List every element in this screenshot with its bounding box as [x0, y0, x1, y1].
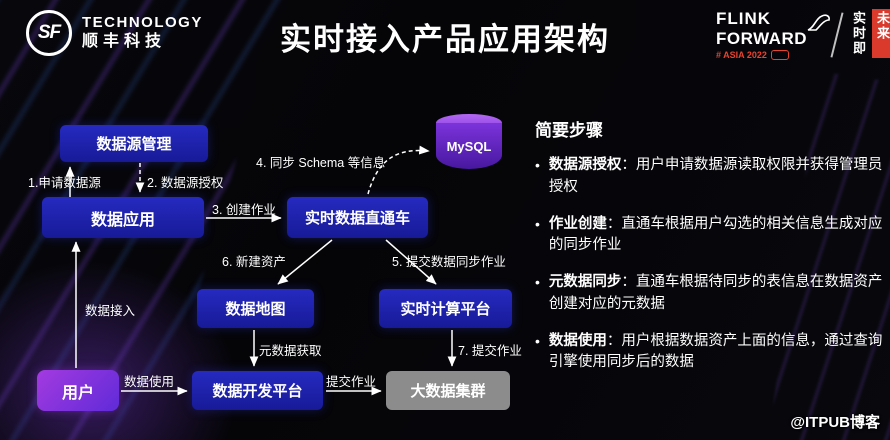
edge-label-create-job: 3. 创建作业 [212, 203, 276, 217]
sf-technology-logo: SF TECHNOLOGY 顺丰科技 [26, 10, 203, 56]
flink-logo-line3: # ASIA 2022 [716, 50, 807, 61]
edge-label-submit-sync-job: 5. 提交数据同步作业 [392, 255, 506, 269]
node-data-map: 数据地图 [197, 289, 314, 328]
steps-heading: 简要步骤 [535, 121, 603, 140]
step-term: 数据源授权 [548, 157, 622, 173]
sf-monogram: SF [37, 22, 61, 43]
node-user: 用户 [37, 370, 119, 411]
step-desc: ：用户根据数据资产上面的信息，通过查询引擎使用同步后的数据 [548, 332, 883, 371]
slogan-col2: 未来 [872, 9, 890, 58]
edge-label-data-access: 数据接入 [85, 304, 136, 318]
edge-label-new-asset: 6. 新建资产 [222, 255, 286, 269]
edge-label-data-use: 数据使用 [124, 375, 175, 389]
edge-label-metadata-fetch: 元数据获取 [259, 344, 322, 358]
step-text: 数据使用：用户根据数据资产上面的信息，通过查询引擎使用同步后的数据 [549, 331, 885, 375]
step-term: 数据使用 [548, 332, 607, 349]
flink-asia-text: # ASIA 2022 [716, 50, 767, 61]
node-big-data-cluster: 大数据集群 [386, 371, 510, 410]
step-desc: ：直通车根据用户勾选的相关信息生成对应的同步作业 [548, 215, 883, 254]
edge-label-data-source-authorize: 2. 数据源授权 [147, 176, 224, 190]
edge-label-sync-schema: 4. 同步 Schema 等信息 [256, 156, 386, 170]
mysql-database-icon: MySQL [436, 114, 502, 174]
watermark: @ITPUB博客 [790, 414, 880, 431]
step-desc: ：直通车根据待同步的表信息在数据资产创建对应的元数据 [548, 274, 883, 312]
node-data-application: 数据应用 [42, 197, 204, 238]
steps-panel: 简要步骤 • 数据源授权：用户申请数据源读取权限并获得管理员授权 • 作业创建：… [535, 116, 885, 389]
bullet-icon: • [535, 157, 540, 173]
page-title: 实时接入产品应用架构 [280, 22, 610, 57]
sf-logo-icon: SF [26, 10, 72, 56]
sf-brand-bottom: 顺丰科技 [82, 33, 167, 51]
step-text: 元数据同步：直通车根据待同步的表信息在数据资产创建对应的元数据 [549, 272, 885, 316]
list-item: • 数据使用：用户根据数据资产上面的信息，通过查询引擎使用同步后的数据 [535, 331, 885, 375]
sf-brand-top: TECHNOLOGY [82, 13, 203, 31]
arrow-new-asset [277, 239, 333, 285]
edge-label-submit-job-7: 7. 提交作业 [458, 344, 522, 358]
step-term: 作业创建 [548, 215, 607, 232]
list-item: • 元数据同步：直通车根据待同步的表信息在数据资产创建对应的元数据 [535, 272, 885, 316]
edge-label-submit-job: 提交作业 [326, 375, 377, 389]
node-realtime-computing-platform: 实时计算平台 [379, 289, 512, 328]
node-data-dev-platform: 数据开发平台 [192, 371, 323, 410]
list-item: • 作业创建：直通车根据用户勾选的相关信息生成对应的同步作业 [535, 214, 885, 258]
edge-label-apply-data-source: 1.申请数据源 [28, 176, 101, 190]
bullet-icon: • [535, 215, 540, 232]
flink-asia-badge-icon [770, 50, 789, 61]
step-text: 作业创建：直通车根据用户勾选的相关信息生成对应的同步作业 [549, 214, 885, 258]
flink-bird-icon [807, 14, 830, 31]
sf-logo-text: TECHNOLOGY 顺丰科技 [82, 14, 203, 53]
step-term: 元数据同步 [548, 274, 622, 290]
step-desc: ：用户申请数据源读取权限并获得管理员授权 [548, 157, 883, 195]
slogan-col1: 实时即 [851, 11, 866, 56]
node-data-source-management: 数据源管理 [60, 125, 208, 162]
bullet-icon: • [535, 274, 540, 290]
slogan-realtime-future: 实时即 未来 [848, 9, 890, 58]
step-text: 数据源授权：用户申请数据源读取权限并获得管理员授权 [549, 155, 885, 199]
flink-logo-line2: FORWARD [716, 28, 808, 48]
background-glow-bottom-left [0, 250, 250, 440]
bullet-icon: • [535, 332, 540, 349]
mysql-label: MySQL [436, 123, 502, 169]
flink-forward-logo: FLINK FORWARD # ASIA 2022 [716, 9, 808, 61]
list-item: • 数据源授权：用户申请数据源读取权限并获得管理员授权 [535, 155, 885, 199]
node-realtime-through-train: 实时数据直通车 [287, 197, 428, 238]
flink-logo-line1: FLINK [716, 9, 772, 28]
